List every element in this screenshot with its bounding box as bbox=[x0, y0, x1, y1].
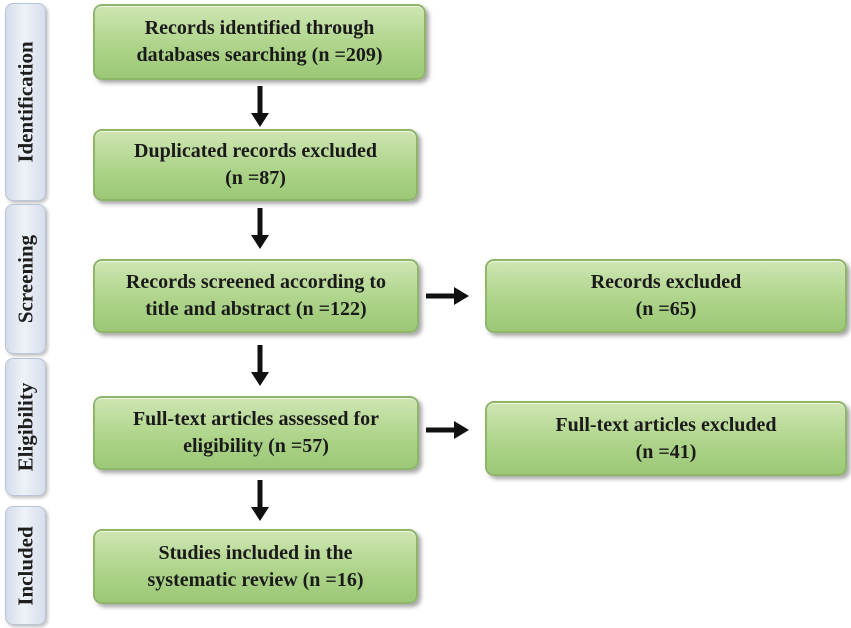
box-records-screened: Records screened according to title and … bbox=[93, 259, 419, 333]
box-duplicates-excluded-line1: Duplicated records excluded bbox=[134, 140, 377, 162]
arrow-down-2 bbox=[251, 208, 269, 249]
arrow-down-3 bbox=[251, 345, 269, 386]
phase-included-label: Included bbox=[13, 525, 37, 606]
box-records-screened-line2: title and abstract (n =122) bbox=[145, 298, 367, 320]
box-duplicates-excluded-line2: (n =87) bbox=[225, 167, 286, 189]
arrow-right-1 bbox=[426, 287, 469, 305]
box-fulltext-assessed: Full-text articles assessed for eligibil… bbox=[93, 396, 419, 470]
phase-eligibility: Eligibility bbox=[5, 358, 46, 496]
box-records-identified-line1: Records identified through bbox=[144, 17, 375, 39]
box-fulltext-assessed-line1: Full-text articles assessed for bbox=[132, 408, 380, 430]
arrow-down-1 bbox=[251, 86, 269, 127]
box-duplicates-excluded: Duplicated records excluded (n =87) bbox=[93, 129, 418, 201]
box-records-identified: Records identified through databases sea… bbox=[93, 4, 426, 80]
box-records-excluded: Records excluded (n =65) bbox=[485, 259, 847, 333]
arrow-down-4 bbox=[251, 480, 269, 521]
box-records-screened-line1: Records screened according to bbox=[125, 271, 387, 293]
box-fulltext-excluded-line2: (n =41) bbox=[635, 440, 697, 463]
phase-screening-label: Screening bbox=[13, 234, 37, 324]
phase-included: Included bbox=[5, 506, 46, 625]
box-fulltext-assessed-line2: eligibility (n =57) bbox=[183, 435, 329, 457]
box-records-excluded-line2: (n =65) bbox=[635, 298, 697, 320]
arrow-right-2 bbox=[426, 421, 469, 439]
box-studies-included-line2: systematic review (n =16) bbox=[147, 568, 364, 591]
box-fulltext-excluded: Full-text articles excluded (n =41) bbox=[485, 401, 847, 476]
phase-identification-label: Identification bbox=[13, 41, 37, 163]
box-studies-included-line1: Studies included in the bbox=[158, 541, 353, 564]
phase-screening: Screening bbox=[5, 204, 46, 354]
phase-identification: Identification bbox=[5, 3, 46, 201]
box-studies-included: Studies included in the systematic revie… bbox=[93, 529, 418, 604]
box-fulltext-excluded-line1: Full-text articles excluded bbox=[555, 413, 777, 436]
box-records-identified-line2: databases searching (n =209) bbox=[136, 44, 383, 66]
box-records-excluded-line1: Records excluded bbox=[590, 271, 742, 293]
phase-eligibility-label: Eligibility bbox=[13, 382, 37, 472]
